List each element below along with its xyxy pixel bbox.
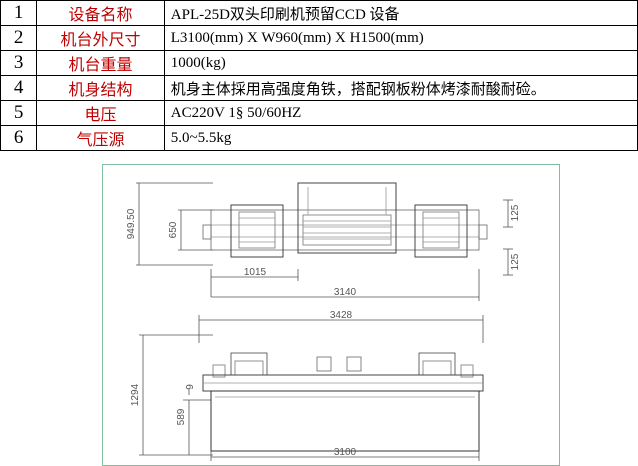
row-value: 1000(kg): [163, 50, 638, 76]
dim-front-height: 1294: [130, 383, 141, 406]
table-row: 5 电压 AC220V 1§ 50/60HZ: [0, 100, 638, 126]
dim-total-width: 3140: [334, 287, 357, 298]
front-view: [139, 315, 484, 461]
row-label: 电压: [36, 100, 165, 126]
table-row: 6 气压源 5.0~5.5kg: [0, 125, 638, 151]
row-value: L3100(mm) X W960(mm) X H1500(mm): [163, 25, 638, 51]
dim-small-gap: 9: [185, 384, 196, 390]
dim-right-bottom: 125: [510, 253, 521, 270]
row-value: APL-25D双头印刷机预留CCD 设备: [163, 0, 638, 26]
row-label: 设备名称: [36, 0, 165, 26]
dim-unit-width: 1015: [244, 267, 267, 278]
row-value: 5.0~5.5kg: [163, 125, 638, 151]
row-label: 气压源: [36, 125, 165, 151]
dim-height-overall: 949.50: [126, 208, 137, 239]
machine-drawing: 949.50 650 125 125 1015 3140 3428 1294 9…: [102, 164, 560, 466]
dim-front-total-width: 3428: [330, 310, 353, 321]
table-row: 1 设备名称 APL-25D双头印刷机预留CCD 设备: [0, 0, 638, 26]
table-row: 4 机身结构 机身主体採用高强度角铁，搭配钢板粉体烤漆耐酸耐硷。: [0, 75, 638, 101]
row-number: 6: [0, 125, 38, 151]
table-row: 2 机台外尺寸 L3100(mm) X W960(mm) X H1500(mm): [0, 25, 638, 51]
dim-base-width: 3100: [334, 447, 357, 458]
row-number: 2: [0, 25, 38, 51]
row-number: 4: [0, 75, 38, 101]
row-number: 3: [0, 50, 38, 76]
dim-right-top: 125: [510, 204, 521, 221]
row-value: AC220V 1§ 50/60HZ: [163, 100, 638, 126]
row-number: 5: [0, 100, 38, 126]
dim-base-height: 589: [176, 408, 187, 425]
row-label: 机台重量: [36, 50, 165, 76]
table-row: 3 机台重量 1000(kg): [0, 50, 638, 76]
technical-drawing: 949.50 650 125 125 1015 3140 3428 1294 9…: [126, 182, 521, 461]
row-label: 机台外尺寸: [36, 25, 165, 51]
top-view: [136, 182, 513, 301]
dim-height-inner: 650: [168, 221, 179, 238]
row-value: 机身主体採用高强度角铁，搭配钢板粉体烤漆耐酸耐硷。: [163, 75, 638, 101]
row-number: 1: [0, 0, 38, 26]
spec-table: 1 设备名称 APL-25D双头印刷机预留CCD 设备 2 机台外尺寸 L310…: [0, 0, 638, 151]
row-label: 机身结构: [36, 75, 165, 101]
